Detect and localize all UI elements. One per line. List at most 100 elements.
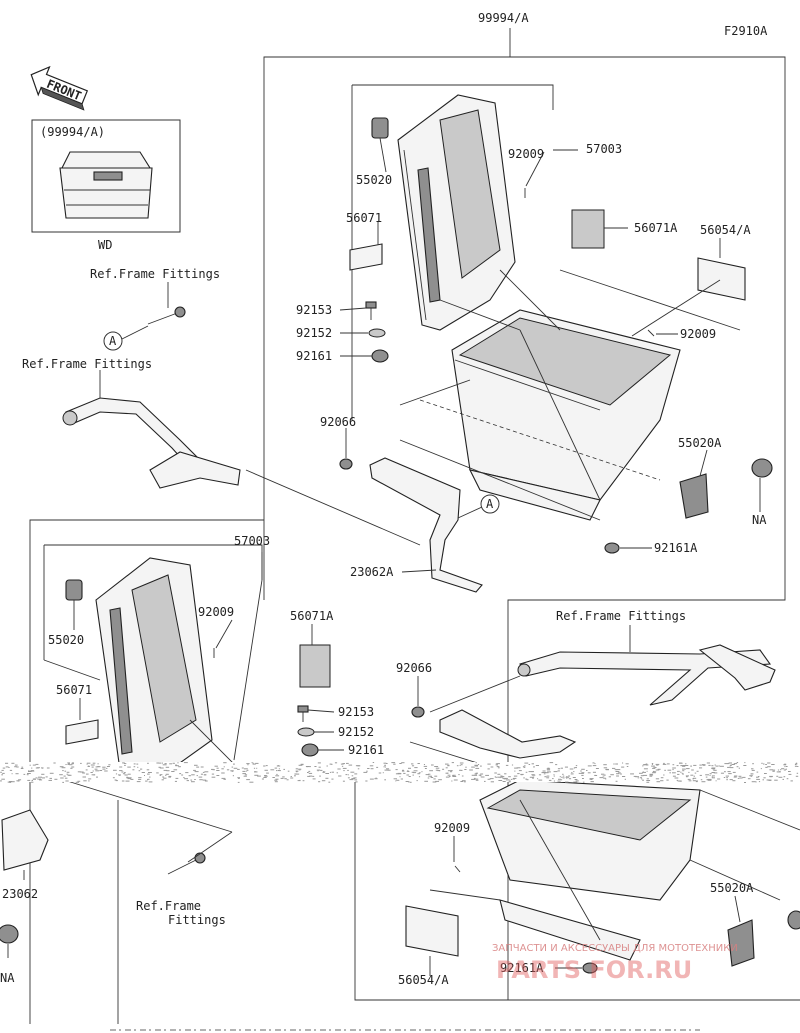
noise-speck: [660, 780, 664, 782]
noise-speck: [662, 763, 667, 765]
noise-speck: [677, 780, 682, 782]
noise-speck: [136, 763, 139, 765]
noise-speck: [171, 771, 175, 772]
label-nut-top: 92066: [320, 415, 356, 429]
noise-speck: [183, 777, 185, 779]
bolt-long-icon: [147, 306, 186, 325]
noise-speck: [446, 772, 449, 774]
noise-speck: [776, 771, 781, 773]
noise-speck: [256, 767, 258, 769]
noise-speck: [602, 775, 605, 777]
noise-speck: [495, 776, 497, 778]
noise-speck: [270, 769, 275, 771]
noise-speck: [447, 774, 451, 776]
noise-speck: [159, 767, 164, 769]
noise-speck: [328, 781, 331, 783]
noise-speck: [308, 772, 313, 774]
noise-speck: [287, 770, 290, 772]
noise-speck: [562, 775, 565, 777]
noise-speck: [423, 765, 428, 767]
noise-speck: [649, 773, 653, 775]
watermark: ЗАПЧАСТИ И АКСЕССУАРЫ ДЛЯ МОТОТЕХНИКИ PA…: [492, 943, 738, 984]
noise-speck: [363, 771, 368, 773]
noise-speck: [226, 769, 230, 771]
noise-speck: [739, 777, 743, 779]
noise-speck: [204, 771, 209, 773]
noise-speck: [755, 781, 757, 783]
noise-speck: [695, 781, 698, 783]
noise-speck: [763, 777, 766, 779]
noise-speck: [17, 780, 20, 782]
noise-speck: [529, 776, 534, 778]
noise-speck: [460, 769, 463, 771]
callout-a-1: A: [103, 331, 123, 351]
noise-speck: [642, 771, 646, 773]
noise-speck: [587, 772, 591, 774]
noise-speck: [783, 776, 786, 778]
noise-speck: [257, 775, 261, 777]
noise-speck: [412, 774, 414, 776]
noise-speck: [516, 767, 521, 769]
noise-speck: [133, 763, 136, 765]
noise-speck: [643, 774, 648, 776]
noise-speck: [685, 775, 689, 777]
noise-speck: [708, 764, 711, 766]
noise-speck: [31, 767, 33, 769]
noise-speck: [97, 763, 99, 765]
noise-speck: [528, 771, 533, 773]
noise-speck: [427, 777, 430, 779]
noise-speck: [11, 762, 15, 764]
noise-speck: [558, 778, 561, 780]
noise-speck: [513, 775, 518, 777]
noise-speck: [9, 781, 13, 782]
noise-speck: [158, 766, 161, 768]
noise-speck: [411, 765, 415, 767]
noise-speck: [223, 778, 226, 780]
noise-speck: [31, 780, 33, 781]
noise-speck: [603, 764, 607, 766]
noise-speck: [86, 763, 88, 765]
noise-speck: [489, 778, 494, 780]
noise-speck: [456, 765, 459, 767]
noise-speck: [635, 776, 639, 778]
noise-speck: [460, 764, 463, 766]
noise-speck: [655, 769, 660, 771]
noise-speck: [147, 762, 149, 764]
figure-id: F2910A: [724, 24, 768, 38]
noise-speck: [15, 773, 19, 775]
noise-speck: [664, 769, 666, 771]
noise-speck: [88, 778, 92, 780]
noise-speck: [756, 776, 759, 778]
noise-speck: [594, 763, 596, 765]
noise-speck: [212, 769, 215, 771]
noise-speck: [0, 771, 2, 773]
noise-speck: [342, 780, 345, 782]
noise-speck: [246, 769, 249, 771]
noise-speck: [374, 778, 378, 780]
noise-speck: [758, 781, 761, 783]
noise-speck: [5, 762, 9, 764]
noise-speck: [102, 768, 106, 770]
noise-speck: [625, 763, 629, 765]
noise-speck: [568, 778, 572, 780]
noise-speck: [524, 762, 529, 764]
noise-speck: [331, 771, 334, 773]
noise-speck: [237, 781, 240, 783]
noise-speck: [460, 781, 464, 782]
label-label-top: 56071: [346, 211, 382, 225]
noise-speck: [83, 780, 87, 782]
noise-speck: [382, 772, 384, 774]
noise-speck: [276, 765, 281, 767]
noise-speck: [649, 775, 653, 777]
lock-cylinder-icon: [65, 579, 83, 601]
noise-speck: [542, 770, 546, 772]
noise-speck: [338, 775, 342, 777]
noise-speck: [200, 773, 203, 775]
noise-speck: [95, 766, 98, 768]
noise-speck: [35, 763, 39, 765]
noise-speck: [398, 773, 402, 775]
noise-speck: [680, 765, 685, 767]
noise-speck: [699, 774, 702, 776]
noise-speck: [744, 782, 746, 783]
noise-speck: [732, 780, 736, 782]
